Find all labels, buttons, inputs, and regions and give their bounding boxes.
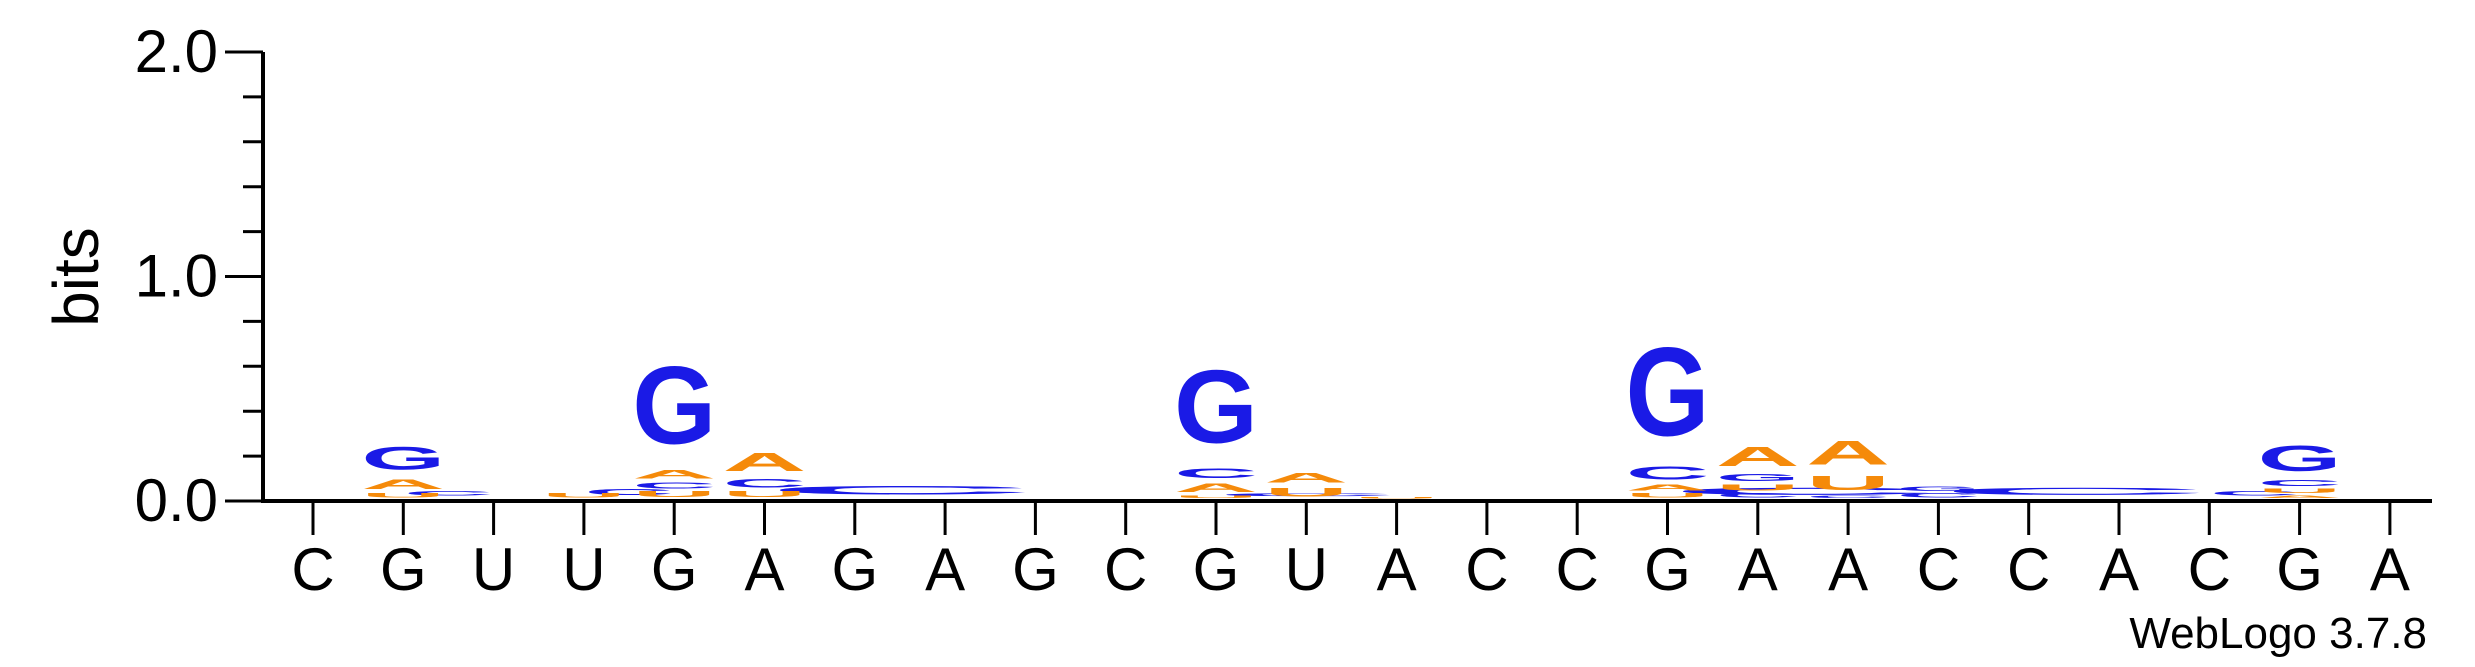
logo-letter-C: C <box>1938 486 2209 497</box>
logo-letter-C: C <box>1174 465 1258 481</box>
y-axis-label: bits <box>40 227 112 327</box>
logo-letter-A: A <box>1716 440 1800 472</box>
logo-letter-U: U <box>1264 485 1348 499</box>
logo-letter-G: G <box>361 441 445 477</box>
y-tick-label: 2.0 <box>135 18 218 85</box>
logo-letter-U: U <box>1626 492 1710 499</box>
logo-letter-U: U <box>632 490 716 499</box>
logo-letter-C: C <box>1667 486 1938 497</box>
y-tick-label: 0.0 <box>135 467 218 534</box>
x-tick-label: G <box>1012 536 1059 603</box>
logo-letter-C: C <box>2258 479 2342 488</box>
x-tick-label: A <box>744 536 784 603</box>
logo-letter-C: C <box>584 488 674 497</box>
logo-letter-C: C <box>723 476 807 490</box>
x-tick-label: A <box>2370 536 2410 603</box>
x-tick-label: U <box>472 536 515 603</box>
logo-letter-G: G <box>1716 472 1800 483</box>
x-tick-label: A <box>1828 536 1868 603</box>
logo-letter-G: G <box>1896 486 1980 493</box>
x-tick-label: U <box>1285 536 1328 603</box>
logo-letter-U: U <box>542 492 626 499</box>
x-tick-label: G <box>1644 536 1691 603</box>
x-tick-label: G <box>2276 536 2323 603</box>
logo-letter-C: C <box>1896 492 1980 499</box>
x-tick-label: C <box>1465 536 1508 603</box>
logo-letter-A: A <box>632 467 716 481</box>
logo-letter-U: U <box>361 492 445 499</box>
logo-letter-A: A <box>723 447 807 476</box>
logo-letter-A: A <box>361 476 445 492</box>
x-tick-label: G <box>651 536 698 603</box>
x-tick-label: U <box>562 536 605 603</box>
x-tick-label: A <box>2099 536 2139 603</box>
weblogo-credit: WebLogo 3.7.8 <box>2129 609 2427 658</box>
logo-letter-G: G <box>632 344 716 467</box>
x-tick-label: C <box>2188 536 2231 603</box>
logo-letter-U: U <box>1174 495 1258 499</box>
logo-letter-G: G <box>2258 439 2342 479</box>
logo-letter-C: C <box>1216 493 1397 497</box>
logo-letter-U: U <box>722 490 806 499</box>
logo-letter-A: A <box>1806 434 1890 472</box>
x-tick-label: C <box>2007 536 2050 603</box>
logo-letter-U: U <box>1806 472 1890 495</box>
logo-letter-C: C <box>764 484 1035 497</box>
logo-letter-C: C <box>2209 490 2299 497</box>
logo-letter-C: C <box>1625 463 1709 483</box>
logo-letter-A: A <box>2258 495 2342 499</box>
y-axis-ticks: 0.0 1.0 2.0 <box>135 18 263 534</box>
logo-letter-C: C <box>632 481 716 490</box>
logo-letter-U: U <box>2258 488 2342 495</box>
logo-letter-A: A <box>1625 483 1709 492</box>
logo-letter-A: A <box>1174 481 1258 495</box>
logo-letter-U: U <box>1355 497 1439 499</box>
logo-letter-C: C <box>1716 492 1800 499</box>
x-tick-label: C <box>291 536 334 603</box>
logo-letter-G: G <box>1626 321 1710 462</box>
x-tick-label: C <box>1556 536 1599 603</box>
logo-letter-C: C <box>1806 495 1890 499</box>
x-tick-label: G <box>380 536 427 603</box>
x-tick-label: C <box>1104 536 1147 603</box>
x-tick-label: C <box>1917 536 1960 603</box>
x-tick-label: A <box>1377 536 1417 603</box>
logo-letter-U: U <box>1716 483 1800 492</box>
logo-letter-A: A <box>1264 470 1348 486</box>
logo-letter-C: C <box>403 490 493 497</box>
x-tick-label: G <box>831 536 878 603</box>
x-tick-label: A <box>925 536 965 603</box>
x-tick-label: G <box>1193 536 1240 603</box>
logo-letter-G: G <box>1174 349 1258 465</box>
y-tick-label: 1.0 <box>135 243 218 310</box>
x-tick-label: A <box>1738 536 1778 603</box>
